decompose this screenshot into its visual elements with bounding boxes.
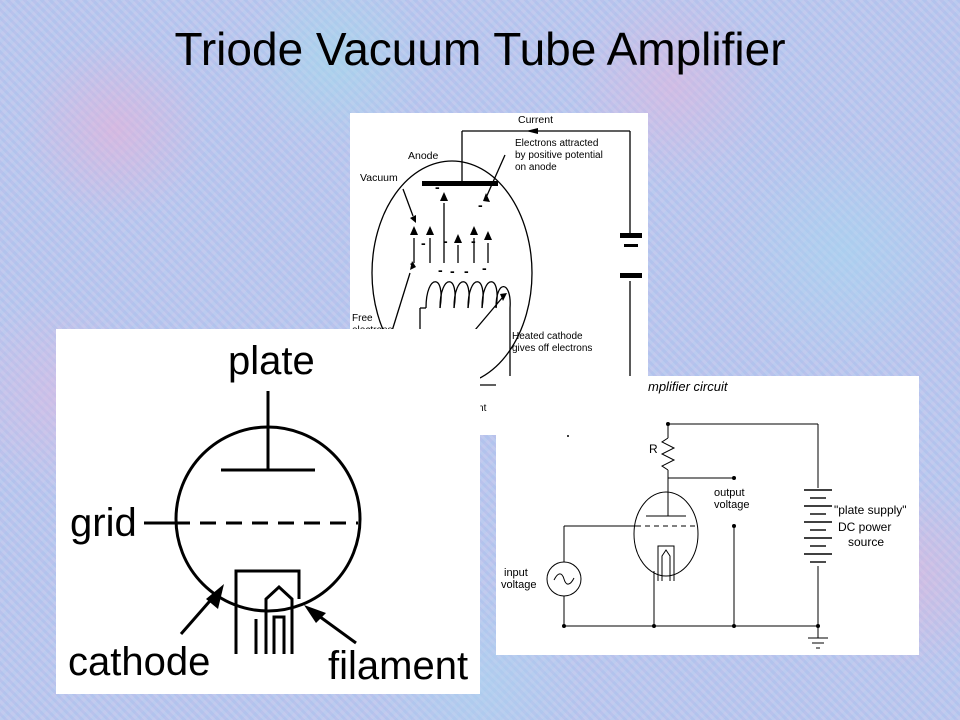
label-plate-supply: "plate supply": [834, 503, 907, 517]
label-circuit-caption: mplifier circuit: [648, 379, 729, 394]
label-free-1: Free: [352, 313, 373, 324]
triode-symbol-diagram: plate grid cathode filament: [56, 329, 480, 694]
label-vacuum: Vacuum: [360, 172, 398, 184]
label-electrons-attracted-1: Electrons attracted: [515, 138, 598, 149]
circuit-tube: [633, 491, 699, 577]
label-filament: filament: [328, 644, 468, 688]
svg-text:-: -: [471, 233, 476, 249]
svg-text:-: -: [443, 233, 448, 249]
amplifier-circuit-diagram: mplifier circuit: [496, 376, 919, 655]
ac-source: [546, 561, 582, 597]
slide-title: Triode Vacuum Tube Amplifier: [174, 23, 786, 75]
label-plate: plate: [228, 339, 315, 383]
label-grid: grid: [70, 501, 137, 545]
svg-text:-: -: [421, 235, 426, 251]
label-cathode: cathode: [68, 640, 210, 684]
svg-text:-: -: [482, 260, 487, 276]
label-heated-1: Heated cathode: [512, 331, 583, 342]
label-dc-power: DC power: [838, 520, 891, 534]
label-resistor: R: [649, 442, 658, 456]
triode-symbol-svg: plate grid cathode filament: [68, 339, 468, 688]
label-electrons-attracted-3: on anode: [515, 162, 557, 173]
anode-plate: [422, 181, 498, 186]
label-input-2: voltage: [501, 579, 536, 591]
svg-text:-: -: [464, 263, 469, 279]
svg-text:-: -: [478, 197, 483, 213]
label-source: source: [848, 535, 884, 549]
label-anode: Anode: [408, 150, 439, 162]
svg-text:-: -: [435, 179, 440, 195]
label-electrons-attracted-2: by positive potential: [515, 150, 603, 161]
label-input-1: input: [504, 567, 528, 579]
svg-text:-: -: [410, 255, 415, 271]
svg-text:-: -: [438, 262, 443, 278]
label-output-1: output: [714, 487, 745, 499]
svg-text:-: -: [450, 263, 455, 279]
amplifier-circuit-svg: mplifier circuit: [501, 379, 907, 649]
label-heated-2: gives off electrons: [512, 343, 592, 354]
label-output-2: voltage: [714, 499, 749, 511]
label-current: Current: [518, 114, 553, 126]
